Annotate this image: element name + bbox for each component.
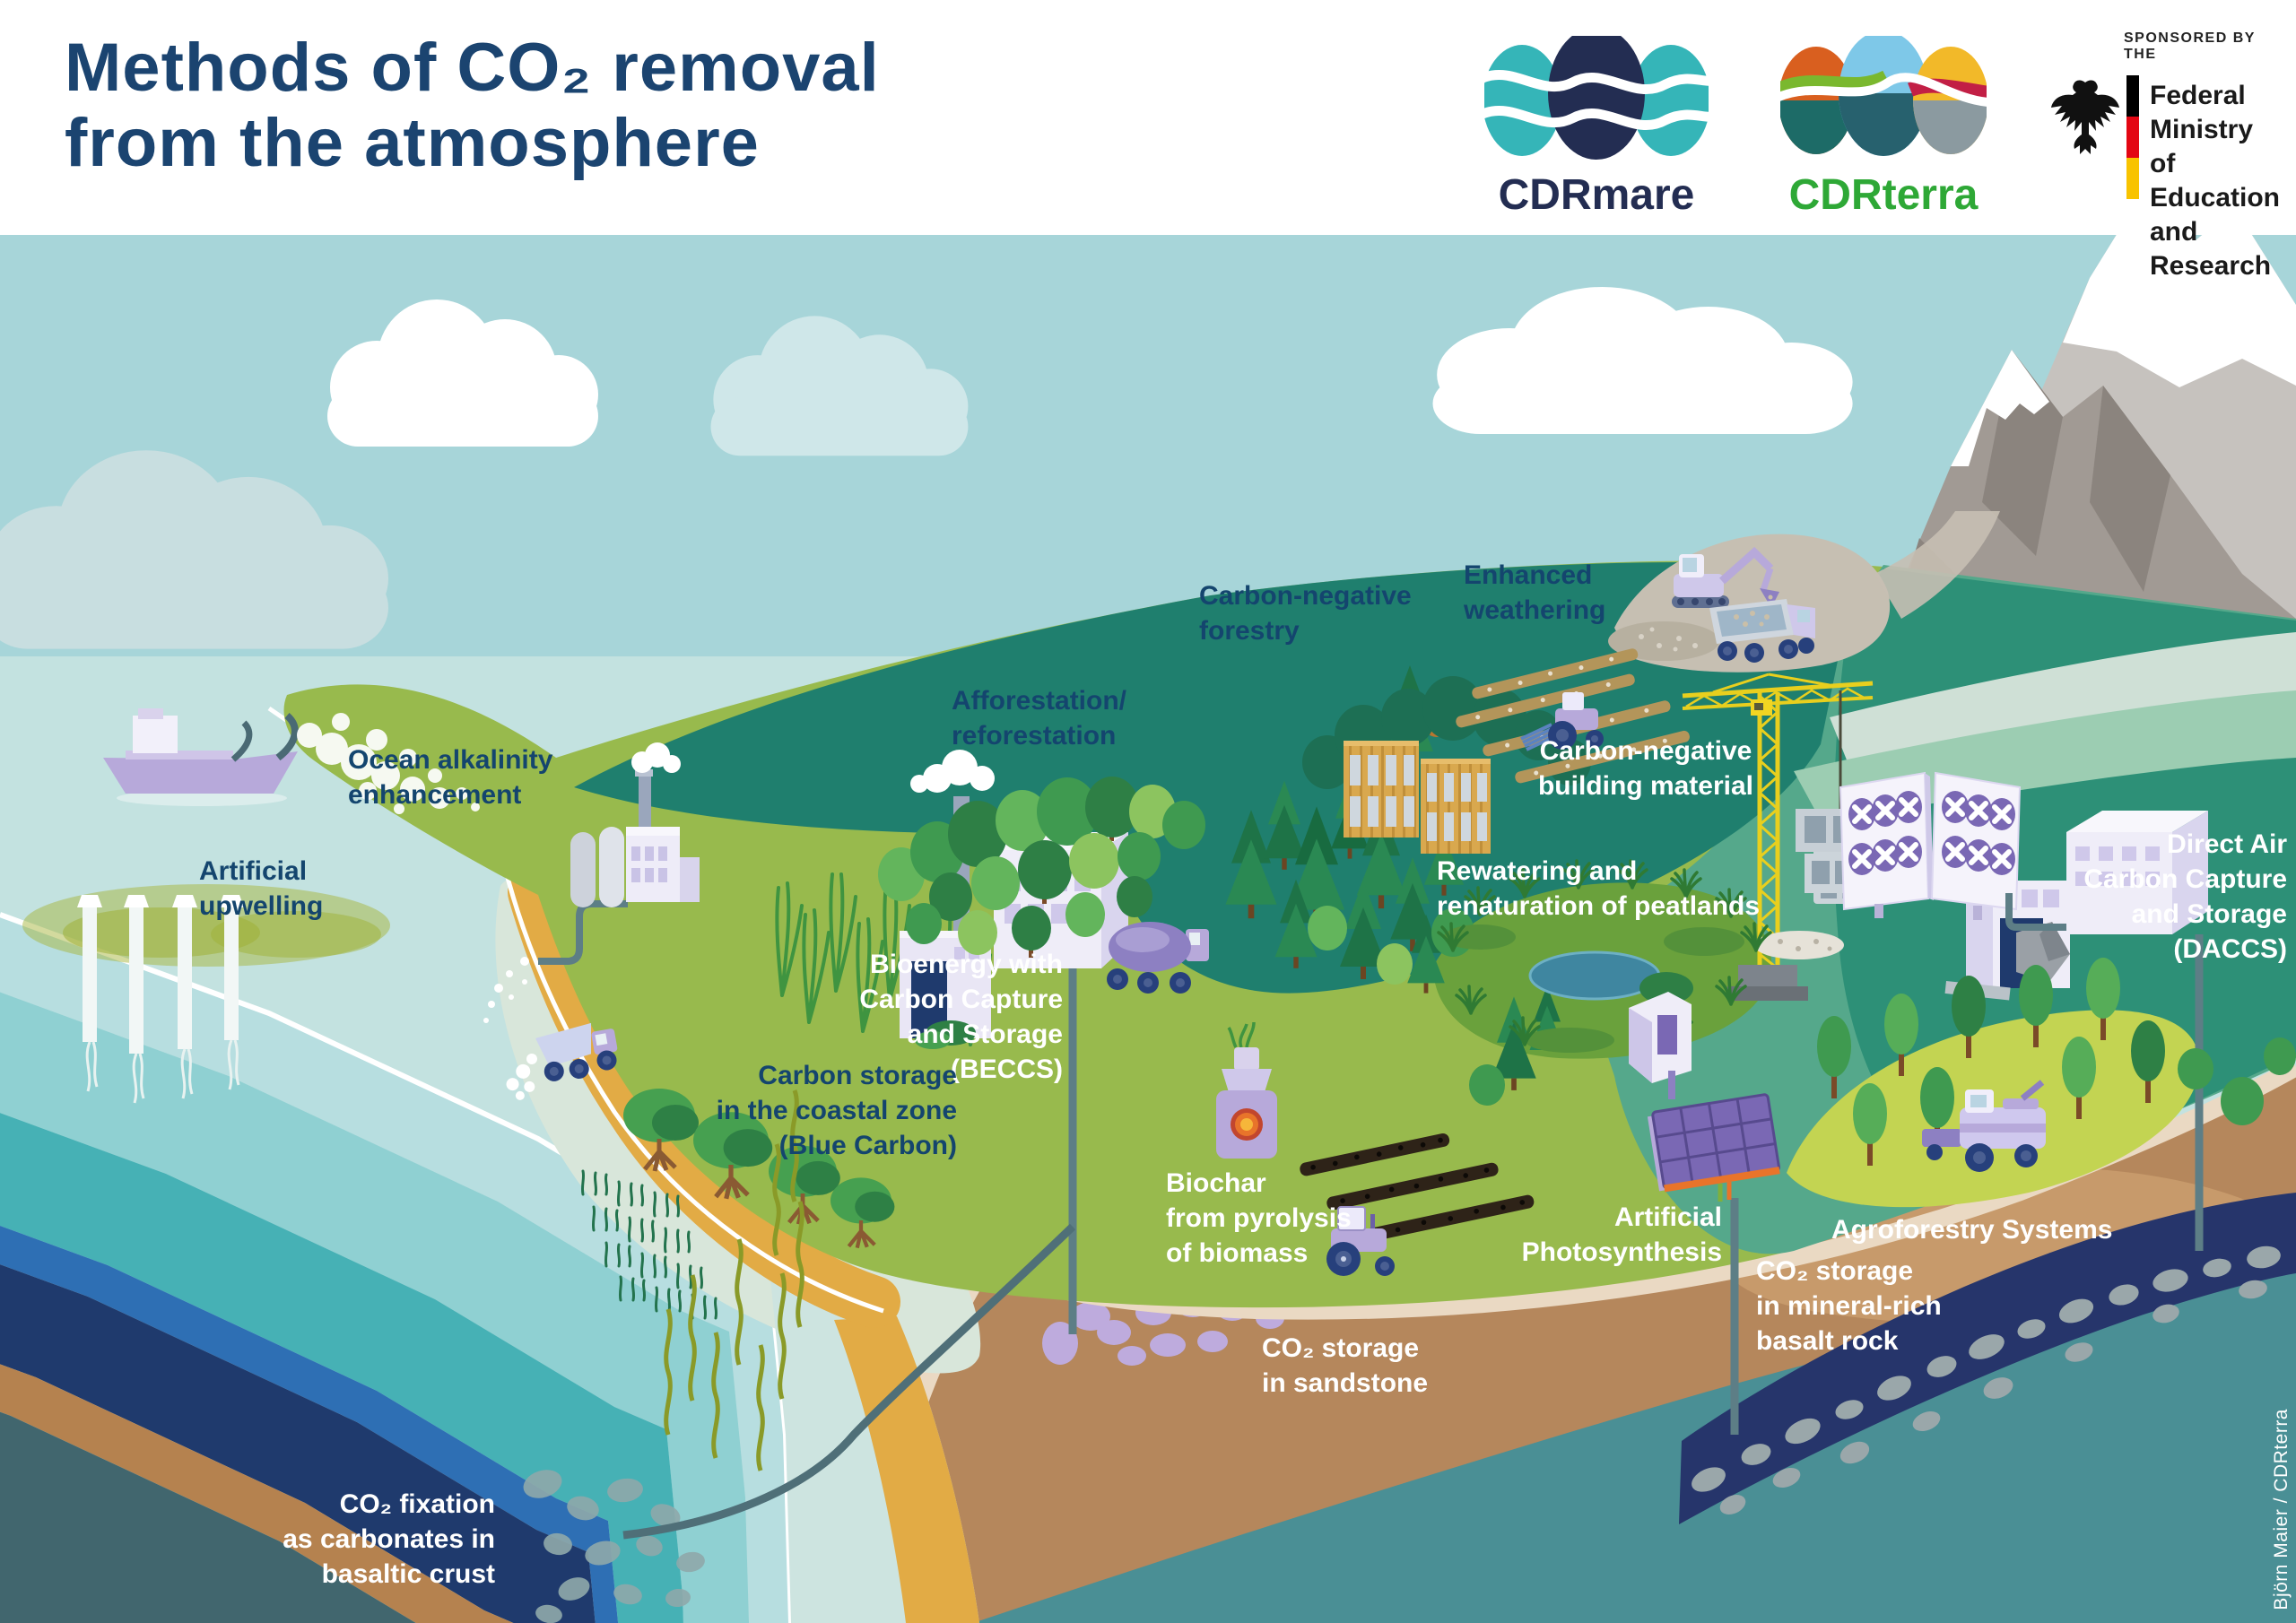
- cdrmare-logo: CDRmare: [1474, 27, 1722, 220]
- alkalinity-ship: [103, 708, 480, 814]
- beccs-tanker-truck: [1107, 922, 1209, 994]
- carbonate-stones: [523, 1470, 705, 1623]
- image-credit: Björn Maier / CDRterra: [2271, 1409, 2292, 1610]
- ministry-logo: Federal Ministry of Education and Resear…: [2049, 72, 2296, 281]
- agroforestry-trees: [1817, 958, 2165, 1166]
- ocean-cross-section: [0, 912, 794, 1623]
- alkaline-spray: [297, 713, 480, 814]
- german-flag-bar: [2126, 75, 2139, 199]
- biochar-kiln: [1216, 1021, 1277, 1159]
- artificial-upwelling-site: [22, 884, 390, 1104]
- basalt-stones: [1692, 1245, 2281, 1515]
- cdrmare-logo-mark: [1474, 27, 1722, 160]
- federal-eagle-icon: [2051, 80, 2119, 154]
- label-co2-fixation-basaltic-crust: CO₂ fixation as carbonates in basaltic c…: [283, 1489, 495, 1589]
- page-title: Methods of CO₂ removal from the atmosphe…: [65, 30, 880, 181]
- label-blue-carbon: Carbon storage in the coastal zone (Blue…: [716, 1061, 957, 1160]
- label-co2-storage-basalt: CO₂ storage in mineral-rich basalt rock: [1756, 1256, 1942, 1356]
- cdrterra-logo: CDRterra: [1772, 30, 1990, 220]
- label-artificial-upwelling: Artificial upwelling: [199, 856, 324, 921]
- upwelling-pipes: [77, 895, 244, 1104]
- forest-hill: [574, 561, 1857, 994]
- afforestation-forest: [878, 777, 1205, 958]
- label-biochar: Biochar from pyrolysis of biomass: [1166, 1168, 1352, 1268]
- ew-dump-truck: [1709, 599, 1815, 663]
- weathering-tractor: [1520, 692, 1604, 751]
- excavator: [1672, 546, 1793, 633]
- cdrterra-logo-mark: [1772, 30, 1990, 156]
- enhanced-weathering-site: [1456, 511, 2000, 784]
- alkalinity-factory: [483, 742, 700, 1023]
- sponsored-by-text: SPONSORED BY THE: [2124, 30, 2256, 62]
- label-artificial-photosynthesis: Artificial Photosynthesis: [1521, 1202, 1722, 1267]
- label-ocean-alkalinity-enhancement: Ocean alkalinity enhancement: [348, 745, 553, 810]
- biochar-tractor: [1326, 1206, 1395, 1276]
- alkalinity-spreader-truck: [506, 1022, 618, 1100]
- fan-icons: [1848, 791, 2015, 875]
- label-agroforestry-systems: Agroforestry Systems: [1831, 1215, 2113, 1245]
- agroforestry-site: [1817, 958, 2296, 1172]
- wooden-building: [1421, 759, 1491, 854]
- kelp: [664, 1089, 804, 1471]
- wooden-building: [1344, 741, 1419, 838]
- label-afforestation-reforestation: Afforestation/ reforestation: [952, 686, 1126, 751]
- biochar-site: [1216, 1021, 1535, 1276]
- peatland-details: [1437, 859, 1772, 1053]
- basalt-crust-pipe: [622, 1223, 1076, 1540]
- label-enhanced-weathering: Enhanced weathering: [1464, 560, 1606, 625]
- artificial-photosynthesis-unit: [1629, 972, 1780, 1435]
- cdrmare-wordmark: CDRmare: [1498, 171, 1695, 219]
- dac-fan-walls: [1839, 771, 2066, 931]
- cdrterra-wordmark: CDRterra: [1788, 171, 1979, 219]
- mangroves: [623, 1089, 895, 1249]
- label-rewatering-peatlands: Rewatering and renaturation of peatlands: [1437, 856, 1761, 921]
- combine-harvester: [1922, 1080, 2046, 1172]
- underground-cross-section: [848, 1059, 2296, 1623]
- header: Methods of CO₂ removal from the atmosphe…: [0, 0, 2296, 281]
- ministry-name: Federal Ministry of Education and Resear…: [2150, 81, 2281, 282]
- label-co2-storage-sandstone: CO₂ storage in sandstone: [1262, 1333, 1429, 1398]
- char-rows: [1300, 1133, 1535, 1245]
- dac-building: [2066, 811, 2208, 1251]
- label-beccs: Bioenergy with Carbon Capture and Storag…: [859, 950, 1063, 1084]
- label-carbon-negative-building-material: Carbon-negative building material: [1537, 736, 1754, 801]
- basalt-formation: [1679, 1193, 2296, 1524]
- label-carbon-negative-forestry: Carbon-negative forestry: [1199, 581, 1412, 646]
- label-daccs: Direct Air Carbon Capture and Storage (D…: [2083, 829, 2287, 964]
